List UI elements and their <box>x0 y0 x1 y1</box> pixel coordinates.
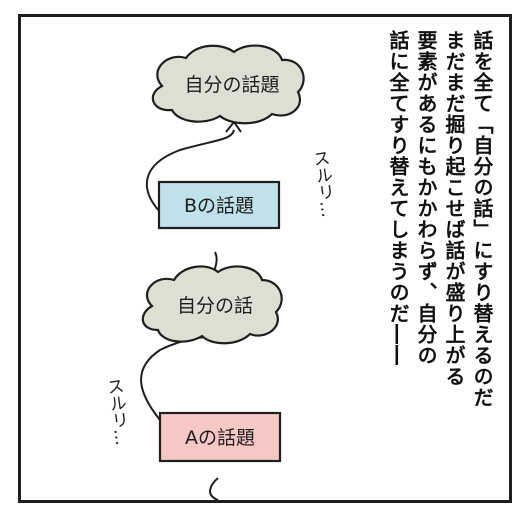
aside-lower: スルリ… <box>102 377 131 447</box>
b-topic-label: Bの話題 <box>184 195 254 217</box>
flow-line-bottom <box>209 477 219 501</box>
flow-line-lower <box>140 331 237 421</box>
mid-bubble: 自分の話 <box>141 265 283 345</box>
a-topic-box: Aの話題 <box>158 411 282 463</box>
top-bubble-label: 自分の話題 <box>184 74 279 96</box>
narration-line-4: 話に全てすり替えてしまうのだ―― <box>386 30 410 366</box>
a-topic-label: Aの話題 <box>185 427 255 449</box>
flow-line-upper <box>145 129 235 213</box>
narration-line-1: 話を全て「自分の話」にすり替えるのだ <box>470 30 494 408</box>
top-bubble: 自分の話題 <box>151 44 305 125</box>
narration-line-3: 要素があるにもかかわらず、自分の <box>414 30 438 366</box>
b-topic-box: Bの話題 <box>157 180 281 230</box>
narration-line-2: まだまだ掘り起こせば話が盛り上がる <box>442 30 466 387</box>
mid-bubble-label: 自分の話 <box>177 295 253 317</box>
aside-upper: スルリ… <box>308 149 337 219</box>
